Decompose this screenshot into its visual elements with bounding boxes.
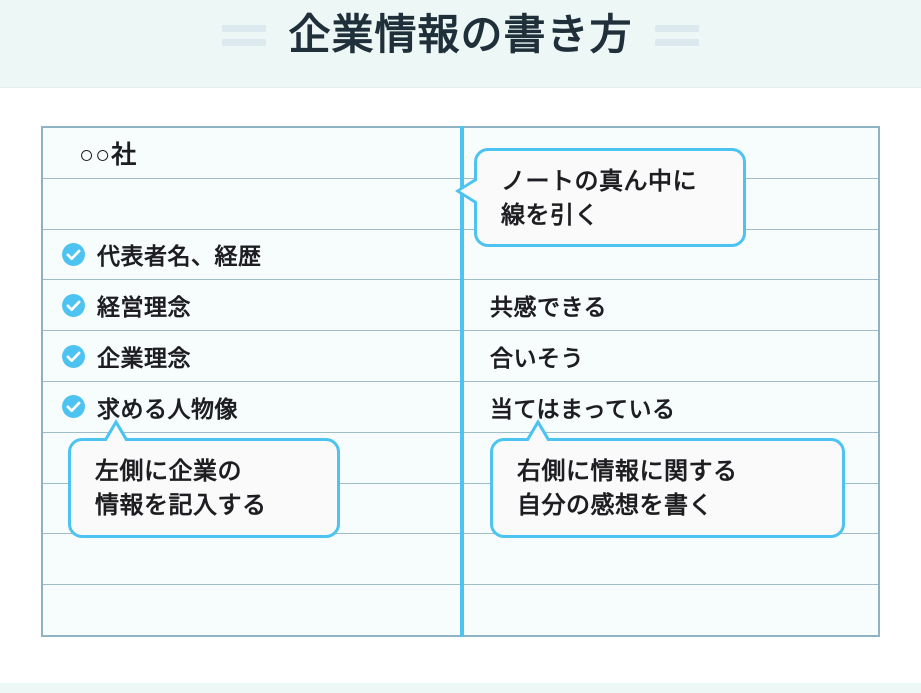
callout-left-side-line-2: 情報を記入する bbox=[95, 492, 267, 520]
check-circle-icon bbox=[61, 344, 86, 369]
page-title: 企業情報の書き方 bbox=[288, 11, 633, 58]
table-cell-left-text: 代表者名、経歴 bbox=[97, 243, 262, 270]
header-inner: 企業情報の書き方 bbox=[0, 0, 921, 70]
table-cell-left: ○○社 bbox=[43, 128, 460, 178]
center-divider-line bbox=[460, 227, 464, 282]
table-row bbox=[43, 583, 878, 637]
callout-right-side: 右側に情報に関する 自分の感想を書く bbox=[490, 419, 845, 538]
company-name: ○○社 bbox=[79, 140, 138, 169]
callout-left-side: 左側に企業の 情報を記入する bbox=[68, 419, 340, 538]
page-header: 企業情報の書き方 bbox=[0, 0, 921, 88]
callout-note-center: ノートの真ん中に 線を引く bbox=[455, 148, 746, 247]
center-divider-line bbox=[460, 278, 464, 333]
double-dash-icon-left bbox=[222, 24, 267, 46]
table-row: ○○社 bbox=[43, 126, 878, 180]
callout-left-side-line-1: 左側に企業の bbox=[95, 458, 242, 485]
table-cell-left-text: 企業理念 bbox=[97, 345, 191, 372]
check-circle-icon bbox=[61, 394, 86, 419]
table-cell-left bbox=[43, 179, 460, 229]
check-circle-icon bbox=[61, 293, 86, 318]
center-divider-line bbox=[460, 583, 464, 637]
table-row: 企業理念 合いそう bbox=[43, 329, 878, 383]
table-row: 経営理念 共感できる bbox=[43, 278, 878, 333]
table-cell-right bbox=[460, 585, 878, 635]
table-cell-left-text: 経営理念 bbox=[97, 294, 191, 321]
double-dash-icon-right bbox=[654, 24, 699, 46]
center-divider-line bbox=[460, 329, 464, 383]
table-cell-right: 合いそう bbox=[460, 331, 878, 381]
callout-tail-left-fill-icon bbox=[460, 180, 478, 202]
table-cell-left: 企業理念 bbox=[43, 331, 460, 381]
table-cell-right-text: 合いそう bbox=[490, 345, 584, 372]
center-divider-line bbox=[460, 379, 464, 434]
table-row bbox=[43, 532, 878, 587]
callout-right-side-line-2: 自分の感想を書く bbox=[517, 492, 713, 520]
center-divider-line bbox=[460, 126, 464, 180]
callout-right-side-line-1: 右側に情報に関する bbox=[517, 458, 738, 485]
table-cell-right: 当てはまっている bbox=[460, 382, 878, 432]
table-cell-right-text: 当てはまっている bbox=[490, 395, 676, 422]
table-cell-left: 経営理念 bbox=[43, 280, 460, 330]
table-cell-left-text: 求める人物像 bbox=[97, 395, 238, 422]
center-divider-line bbox=[460, 430, 464, 485]
table-cell-left: 代表者名、経歴 bbox=[43, 230, 460, 280]
table-cell-right-text: 共感できる bbox=[490, 294, 608, 321]
center-divider-line bbox=[460, 532, 464, 587]
center-divider-line bbox=[460, 481, 464, 536]
table-cell-left bbox=[43, 585, 460, 635]
table-cell-right bbox=[460, 534, 878, 584]
table-row: 代表者名、経歴 bbox=[43, 227, 878, 282]
callout-note-center-line-2: 線を引く bbox=[501, 202, 599, 230]
check-circle-icon bbox=[61, 242, 86, 267]
table-cell-left bbox=[43, 534, 460, 584]
callout-note-center-line-1: ノートの真ん中に bbox=[501, 168, 697, 195]
table-row: 求める人物像 当てはまっている bbox=[43, 379, 878, 434]
callout-tail-up-fill-icon bbox=[528, 425, 548, 442]
table-cell-right: 共感できる bbox=[460, 280, 878, 330]
callout-tail-up-fill-icon bbox=[106, 425, 126, 442]
footer-band bbox=[0, 683, 921, 693]
table-cell-left: 求める人物像 bbox=[43, 382, 460, 432]
